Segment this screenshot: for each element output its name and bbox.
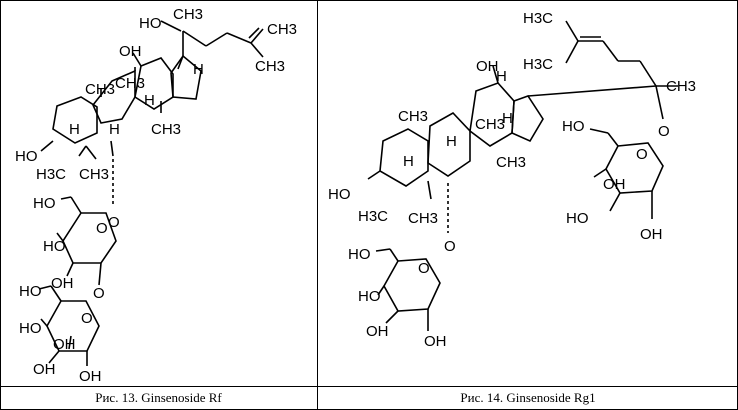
- rf-ho-s2-6: HO: [19, 283, 42, 300]
- rg1-oh-g1-2: OH: [424, 333, 447, 350]
- rf-ho-s1-4: HO: [43, 238, 66, 255]
- rg1-ch3-chain-a: H3C: [523, 10, 553, 27]
- rf-ch3-c29: CH3: [79, 166, 109, 183]
- rf-oh-s1-3: OH: [51, 275, 74, 292]
- rf-o-s1-ring: O: [96, 220, 108, 237]
- rf-h-c13: H: [144, 92, 155, 109]
- rg1-oh-c12: OH: [476, 58, 499, 75]
- rf-ch3-c30: CH3: [151, 121, 181, 138]
- rg1-h-c13: H: [496, 68, 507, 85]
- rg1-oh-g1-3: OH: [366, 323, 389, 340]
- structure-ginsenoside-rg1: H3C H3C OH H CH3 CH3 CH3 H H CH3 HO H H3…: [318, 1, 736, 386]
- rg1-ch3-c18: CH3: [475, 116, 505, 133]
- rg1-h-c17: H: [502, 110, 513, 127]
- rf-ch3-chain-b: CH3: [255, 58, 285, 75]
- rf-structure-drawing: HO CH3 CH3 CH3 OH H CH3 CH3 H H H CH3 HO…: [15, 6, 297, 385]
- rg1-oh-g2-a: OH: [603, 176, 626, 193]
- rg1-o-c20: O: [658, 123, 670, 140]
- rg1-o-c6: O: [444, 238, 456, 255]
- rf-o-s2-ring: O: [81, 310, 93, 327]
- rg1-oh-g2-c: OH: [640, 226, 663, 243]
- rf-oh-c12: OH: [119, 43, 142, 60]
- rf-o-c6: O: [108, 214, 120, 231]
- rf-oh-s2-a: OH: [53, 336, 76, 353]
- rg1-ch3-c20: CH3: [666, 78, 696, 95]
- rf-ch3-c28: H3C: [36, 166, 66, 183]
- rf-oh-s2-c: OH: [79, 368, 102, 385]
- rf-h-c9: H: [109, 121, 120, 138]
- rg1-ho-g1-6: HO: [348, 246, 371, 263]
- rf-h-c5: H: [69, 121, 80, 138]
- rg1-ho-g2-b: HO: [566, 210, 589, 227]
- rg1-o-g1-ring: O: [418, 260, 430, 277]
- rg1-h-c9: H: [446, 133, 457, 150]
- caption-figure-13: Рис. 13. Ginsenoside Rf: [95, 390, 222, 405]
- rf-ho-s1-6: HO: [33, 195, 56, 212]
- structure-ginsenoside-rf: HO CH3 CH3 CH3 OH H CH3 CH3 H H H CH3 HO…: [1, 1, 317, 386]
- caption-divider: [0, 386, 738, 387]
- rg1-ch3-c28: H3C: [358, 208, 388, 225]
- rg1-ch3-c19: CH3: [398, 108, 428, 125]
- rf-ch3-top: CH3: [173, 6, 203, 23]
- rg1-ch3-c30: CH3: [496, 154, 526, 171]
- panel-divider: [317, 0, 318, 410]
- rf-ch3-c18: CH3: [115, 75, 145, 92]
- rg1-h-c5: H: [403, 153, 414, 170]
- caption-figure-14: Рис. 14. Ginsenoside Rg1: [460, 390, 596, 405]
- rf-o-link: O: [93, 285, 105, 302]
- rf-oh-top: HO: [139, 15, 162, 32]
- rf-oh-s2-b: OH: [33, 361, 56, 378]
- rg1-ho-c3: HO: [328, 186, 351, 203]
- rg1-structure-drawing: H3C H3C OH H CH3 CH3 CH3 H H CH3 HO H H3…: [328, 10, 696, 350]
- rf-ch3-c19: CH3: [85, 81, 115, 98]
- rf-ho-s2-4: HO: [19, 320, 42, 337]
- rf-h-c17: H: [193, 61, 204, 78]
- rg1-ho-g2-6: HO: [562, 118, 585, 135]
- rg1-ho-g1-4: HO: [358, 288, 381, 305]
- rg1-ch3-c29: CH3: [408, 210, 438, 227]
- rf-ho-c3: HO: [15, 148, 38, 165]
- rf-ch3-chain-a: CH3: [267, 21, 297, 38]
- rg1-ch3-chain-b: H3C: [523, 56, 553, 73]
- rg1-o-g2-ring: O: [636, 146, 648, 163]
